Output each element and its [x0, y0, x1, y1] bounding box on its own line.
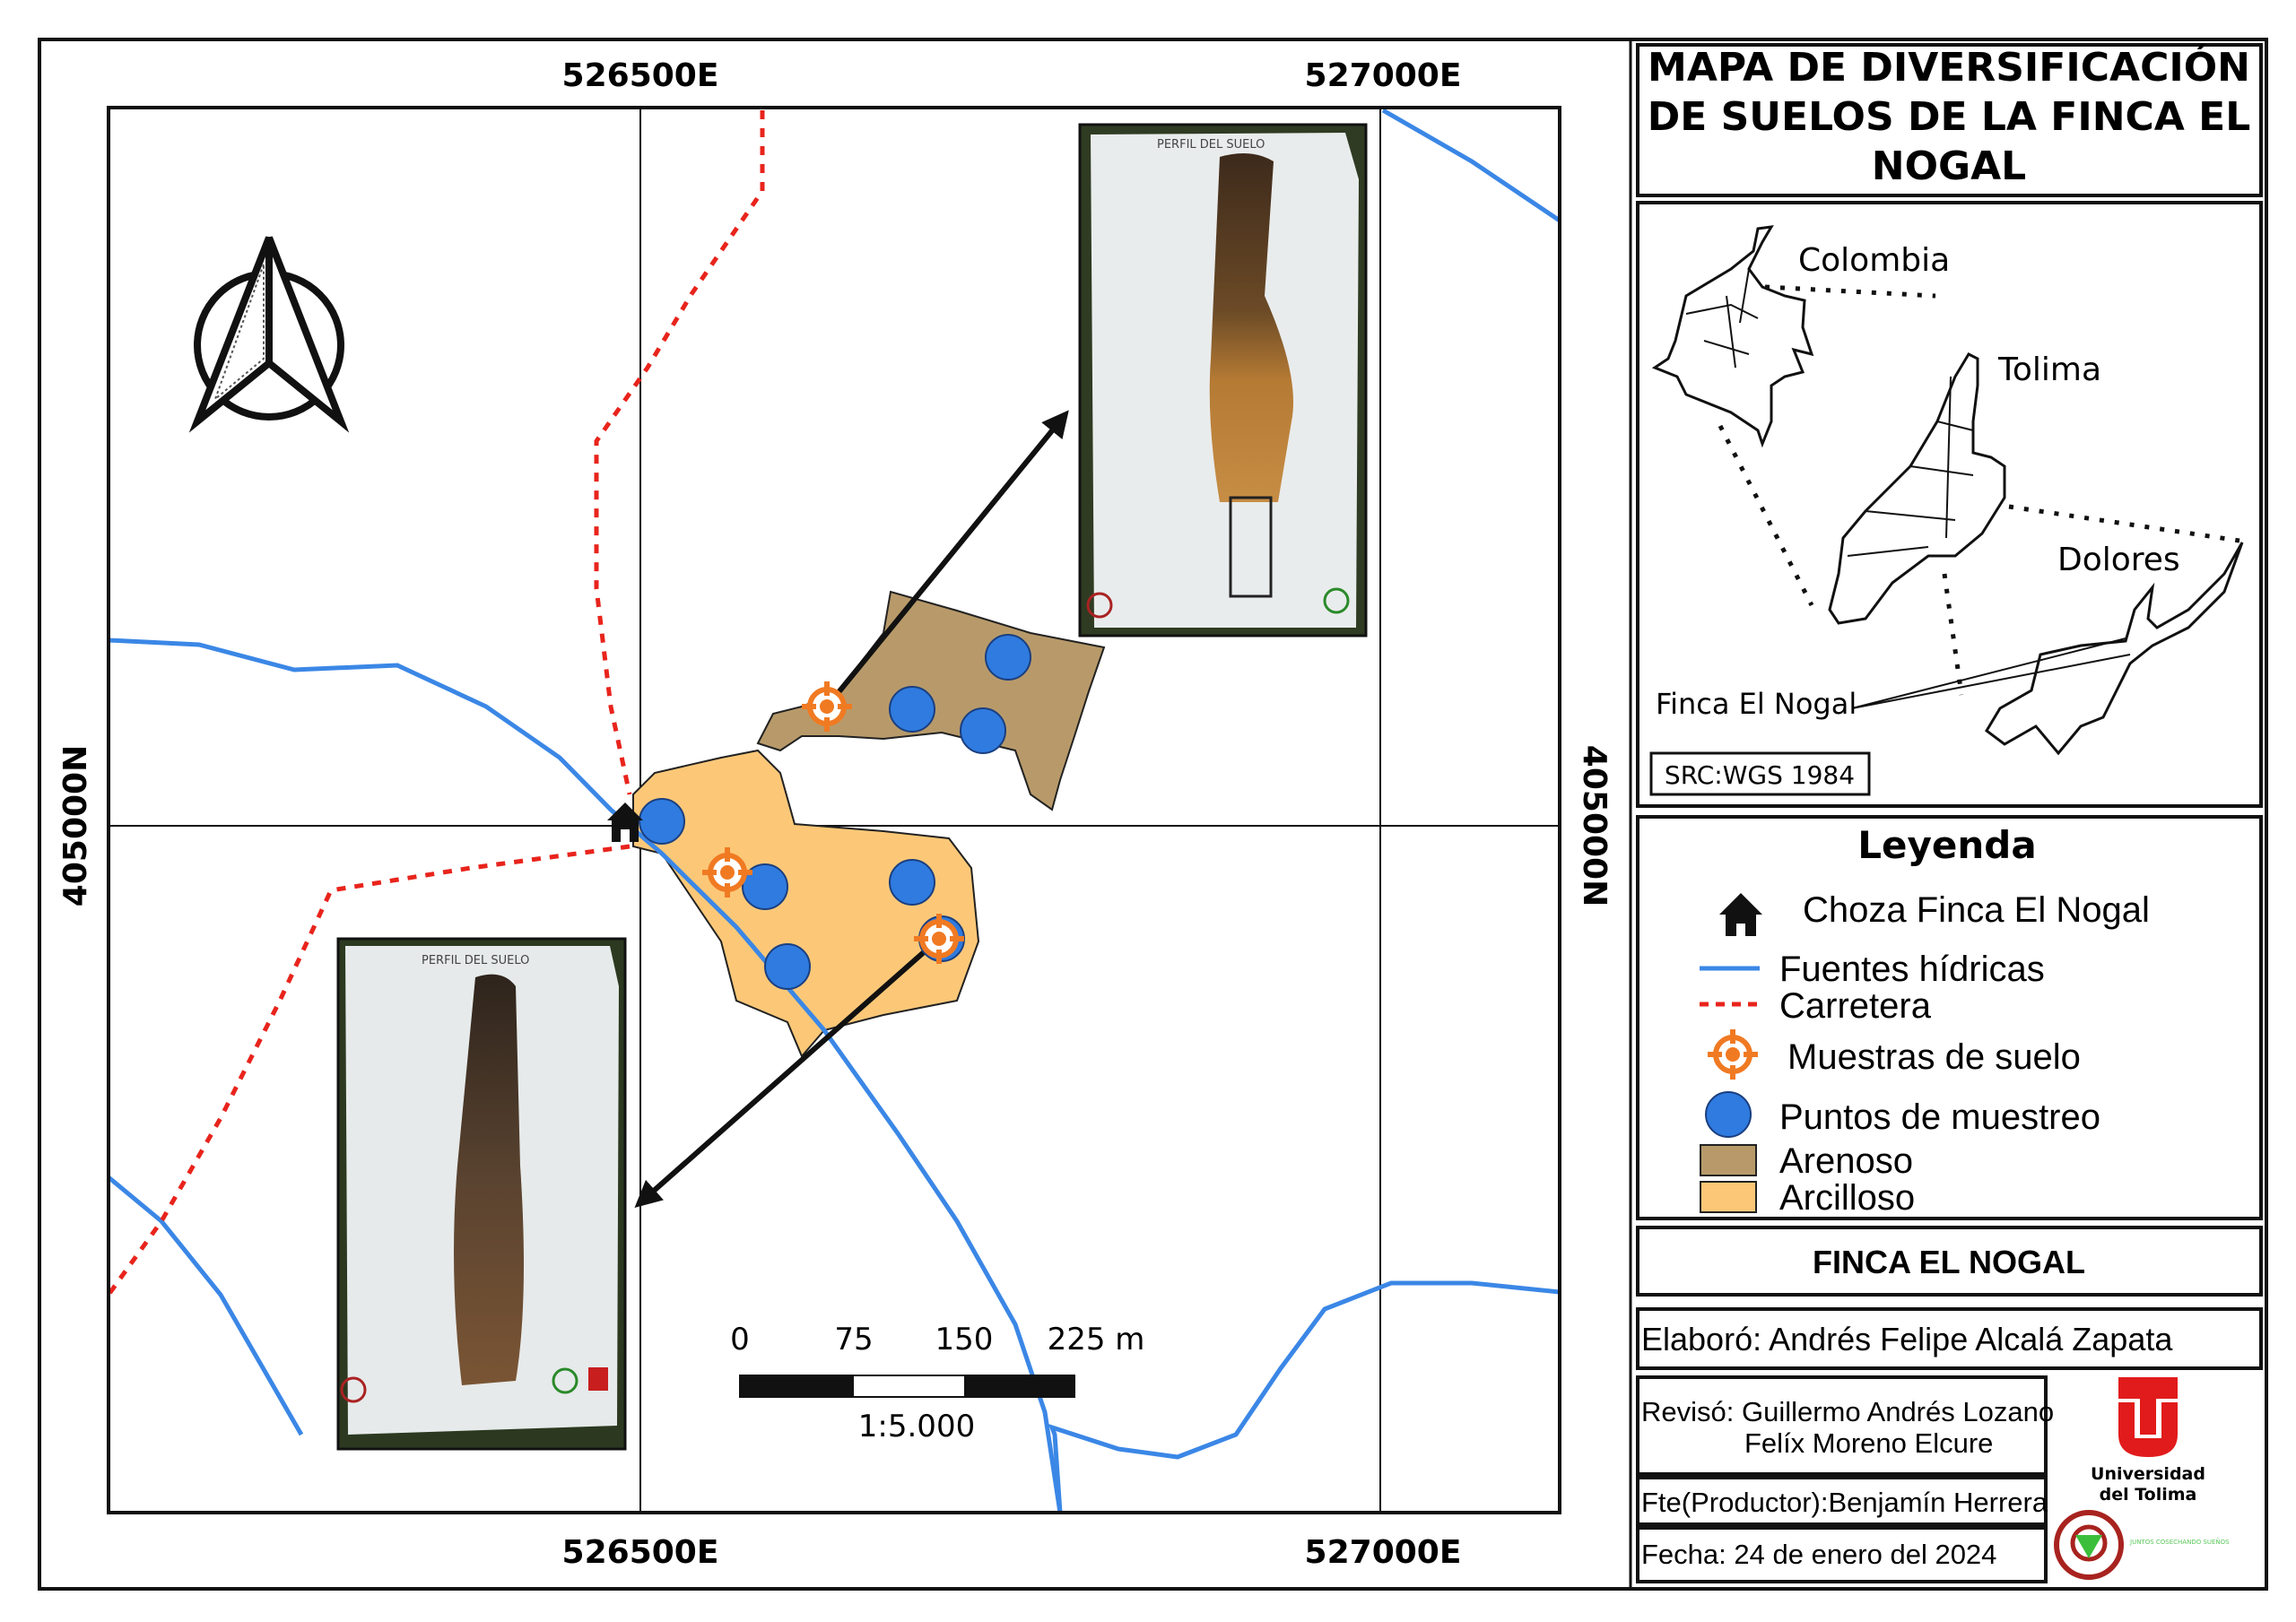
legend-item-road: Carretera — [1700, 986, 1932, 1026]
svg-text:526500E: 526500E — [562, 1534, 719, 1571]
title-line-2: DE SUELOS DE LA FINCA EL — [1648, 94, 2251, 140]
legend-title: Leyenda — [1857, 823, 2036, 867]
svg-text:Muestras de suelo: Muestras de suelo — [1787, 1037, 2081, 1077]
map-frame: PERFIL DEL SUELO PERFIL DEL SUELO — [107, 106, 1561, 1514]
svg-text:Fuentes hídricas: Fuentes hídricas — [1779, 950, 2045, 989]
svg-text:Carretera: Carretera — [1779, 986, 1932, 1026]
svg-text:JUNTOS COSECHANDO SUEÑOS: JUNTOS COSECHANDO SUEÑOS — [2129, 1538, 2230, 1546]
river-southeast — [1048, 1280, 1560, 1513]
tolima-outline — [1828, 352, 2006, 625]
svg-text:527000E: 527000E — [1305, 57, 1462, 94]
title-line-3: NOGAL — [1872, 143, 2026, 189]
dolores-outline — [1985, 542, 2244, 756]
svg-text:Finca El Nogal: Finca El Nogal — [1656, 687, 1857, 721]
legend-item-arcilloso: Arcilloso — [1700, 1178, 1915, 1218]
sampling-point — [764, 943, 811, 990]
river-main — [109, 638, 1063, 1513]
svg-text:Tolima: Tolima — [1997, 351, 2101, 388]
sampling-point — [889, 859, 935, 906]
sampling-point — [742, 863, 788, 910]
house-icon — [1719, 893, 1762, 936]
source-box — [1636, 1476, 2048, 1526]
universidad-del-tolima-logo: Universidad del Tolima — [2091, 1377, 2205, 1505]
title-box: MAPA DE DIVERSIFICACIÓN DE SUELOS DE LA … — [1636, 43, 2263, 197]
svg-text:Arcilloso: Arcilloso — [1779, 1178, 1915, 1218]
date-text: Fecha: 24 de enero del 2024 — [1641, 1539, 1996, 1570]
legend-item-rivers: Fuentes hídricas — [1700, 950, 2045, 989]
svg-text:405000N: 405000N — [1576, 745, 1613, 906]
sampling-point — [960, 707, 1006, 754]
author-text: Elaboró: Andrés Felipe Alcalá Zapata — [1641, 1321, 2173, 1357]
soil-profile-photo-top: PERFIL DEL SUELO — [1078, 123, 1368, 638]
svg-text:225 m: 225 m — [1048, 1322, 1145, 1357]
svg-text:1:5.000: 1:5.000 — [858, 1409, 975, 1444]
north-arrow-icon — [188, 236, 350, 433]
scale-bar: 0 75 150 225 m 1:5.000 — [730, 1322, 1144, 1444]
soil-profile-photo-bottom: PERFIL DEL SUELO — [336, 937, 627, 1451]
date-box — [1636, 1526, 2048, 1583]
svg-text:Arenoso: Arenoso — [1779, 1141, 1913, 1181]
legend-item-soil-samples: Muestras de suelo — [1708, 1029, 2081, 1080]
sampling-point — [639, 798, 685, 845]
arrow-to-bottom-photo — [634, 936, 941, 1208]
legend: Leyenda Choza Finca El Nogal Fuentes híd… — [1636, 815, 2263, 1220]
svg-text:526500E: 526500E — [562, 57, 719, 94]
river-southwest — [109, 1175, 304, 1436]
grid-labels: 526500E 527000E 526500E 527000E 405000N … — [57, 57, 1613, 1571]
svg-text:PERFIL DEL SUELO: PERFIL DEL SUELO — [1157, 138, 1265, 152]
legend-item-house: Choza Finca El Nogal — [1719, 890, 2150, 936]
svg-text:Colombia: Colombia — [1798, 242, 1950, 279]
river-northeast — [1381, 108, 1560, 223]
svg-text:PERFIL DEL SUELO: PERFIL DEL SUELO — [422, 954, 529, 967]
sampling-point — [889, 686, 935, 733]
title-line-1: MAPA DE DIVERSIFICACIÓN — [1648, 43, 2250, 91]
association-logo: JUNTOS COSECHANDO SUEÑOS — [2054, 1510, 2230, 1580]
crs-box — [1649, 751, 1871, 796]
farm-name-box — [1636, 1226, 2263, 1297]
rivers — [109, 108, 1560, 1513]
legend-item-sampling-points: Puntos de muestreo — [1705, 1091, 2100, 1138]
svg-text:del Tolima: del Tolima — [2100, 1485, 2197, 1505]
legend-item-arenoso: Arenoso — [1700, 1141, 1913, 1181]
svg-text:Dolores: Dolores — [2057, 542, 2180, 578]
reviewer-2: Felíx Moreno Elcure — [1744, 1427, 1993, 1459]
svg-text:405000N: 405000N — [57, 745, 94, 906]
svg-text:SRC:WGS 1984: SRC:WGS 1984 — [1665, 760, 1855, 790]
svg-text:150: 150 — [935, 1322, 994, 1357]
reviewer-1: Revisó: Guillermo Andrés Lozano — [1641, 1396, 2054, 1427]
house-icon — [607, 802, 643, 842]
source-text: Fte(Productor):Benjamín Herrera — [1641, 1487, 2048, 1518]
reviewers-box — [1636, 1375, 2048, 1476]
svg-text:Choza Finca El Nogal: Choza Finca El Nogal — [1803, 890, 2150, 930]
svg-text:0: 0 — [730, 1322, 750, 1357]
arrow-to-top-photo — [824, 410, 1069, 708]
author-box — [1636, 1307, 2263, 1370]
svg-text:527000E: 527000E — [1305, 1534, 1462, 1571]
svg-text:75: 75 — [834, 1322, 873, 1357]
farm-name: FINCA EL NOGAL — [1813, 1244, 2085, 1280]
location-inset: Colombia Tolima Dolores Finca El Nogal S… — [1636, 201, 2263, 808]
svg-text:Puntos de muestreo: Puntos de muestreo — [1779, 1097, 2100, 1137]
sampling-point — [985, 634, 1031, 681]
sampling-points — [639, 634, 1031, 990]
svg-text:Universidad: Universidad — [2091, 1464, 2205, 1484]
